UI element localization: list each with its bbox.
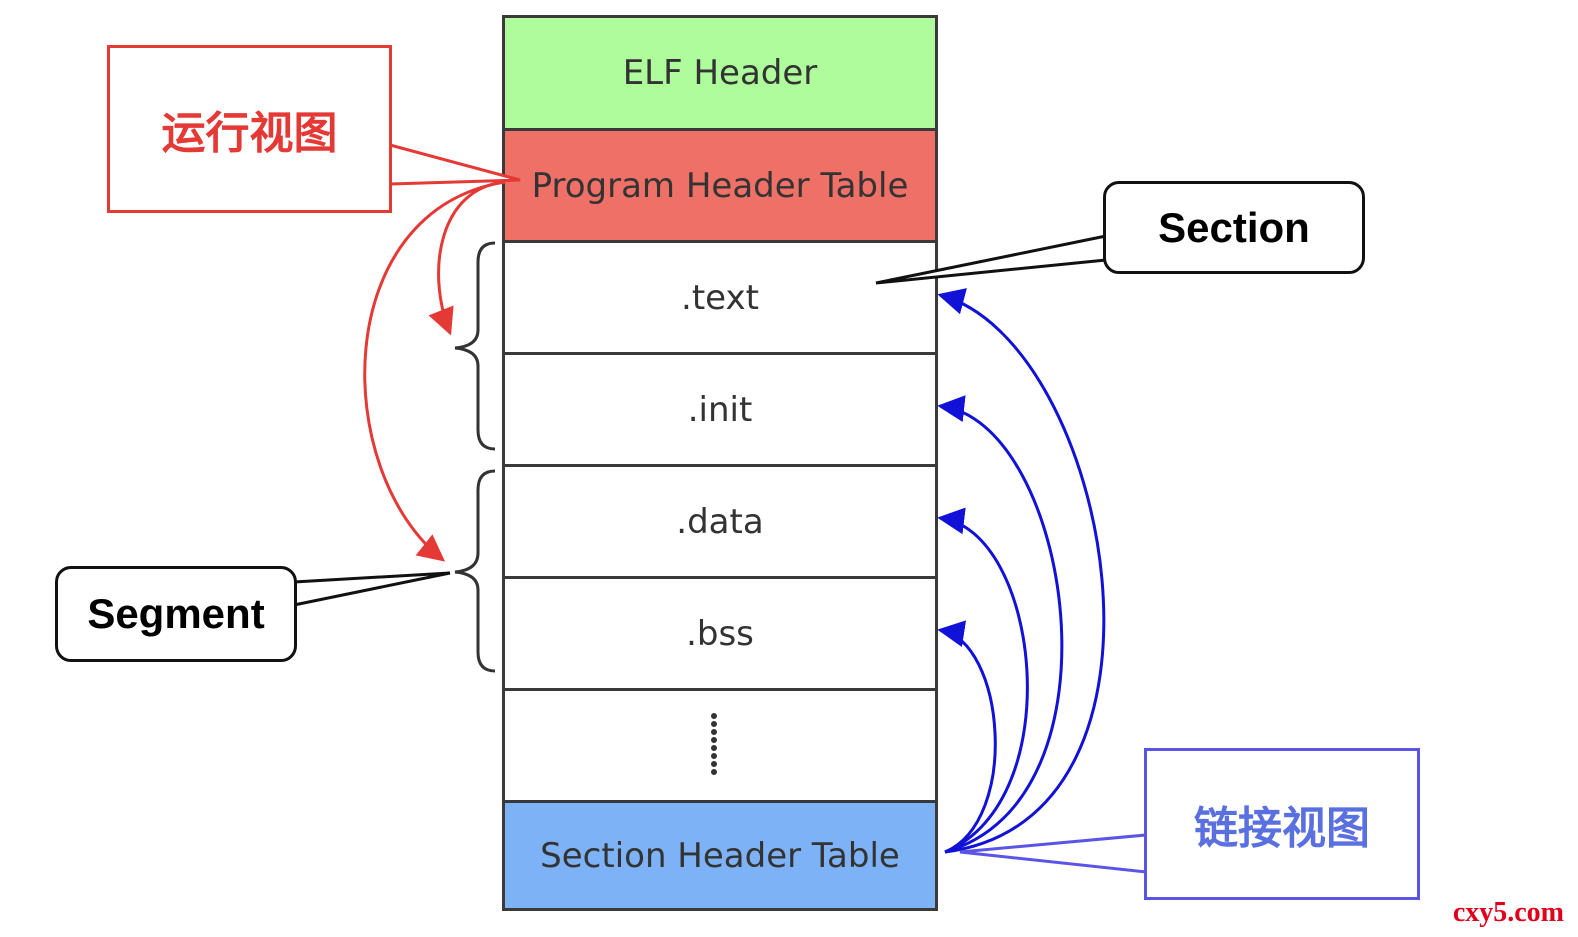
segment-callout: Segment — [55, 566, 297, 662]
link-view-arrow-init — [937, 395, 1064, 854]
run-view-arrow-segment-1 — [428, 180, 506, 336]
init-section-row: .init — [505, 355, 935, 467]
link-view-label: 链接视图 — [1194, 803, 1370, 854]
program-header-table-row: Program Header Table — [505, 131, 935, 243]
link-view-callout: 链接视图 — [1144, 748, 1420, 900]
run-view-arrow-segment-2 — [363, 180, 506, 562]
run-view-label: 运行视图 — [161, 108, 338, 159]
section-pointer — [875, 234, 1107, 285]
elf-layout-table: ELF Header Program Header Table .text .i… — [502, 15, 938, 911]
segment-label: Segment — [87, 590, 265, 637]
section-header-table-label: Section Header Table — [540, 835, 900, 876]
link-view-arrow-text — [937, 288, 1106, 854]
watermark: cxy5.com — [1452, 897, 1564, 928]
init-section-label: .init — [687, 389, 753, 430]
segment-brace-2 — [454, 469, 496, 673]
data-section-row: .data — [505, 467, 935, 579]
section-label: Section — [1158, 203, 1310, 251]
link-view-arrow-bss — [937, 620, 997, 854]
segment-pointer — [293, 571, 451, 607]
data-section-label: .data — [676, 501, 764, 542]
bss-section-row: .bss — [505, 579, 935, 691]
link-view-arrow-data — [937, 507, 1029, 854]
segment-brace-1 — [454, 241, 496, 451]
text-section-row: .text — [505, 243, 935, 355]
text-section-label: .text — [681, 277, 759, 318]
section-callout: Section — [1103, 181, 1365, 274]
vertical-ellipsis-icon — [711, 713, 717, 775]
run-view-pointer — [389, 143, 521, 186]
elf-header-label: ELF Header — [622, 53, 818, 93]
section-header-table-row: Section Header Table — [505, 803, 935, 908]
elf-header-row: ELF Header — [505, 18, 935, 131]
run-view-callout: 运行视图 — [107, 45, 392, 213]
bss-section-label: .bss — [686, 613, 754, 654]
program-header-table-label: Program Header Table — [531, 165, 909, 206]
link-view-pointer — [959, 833, 1147, 874]
ellipsis-row — [505, 691, 935, 803]
